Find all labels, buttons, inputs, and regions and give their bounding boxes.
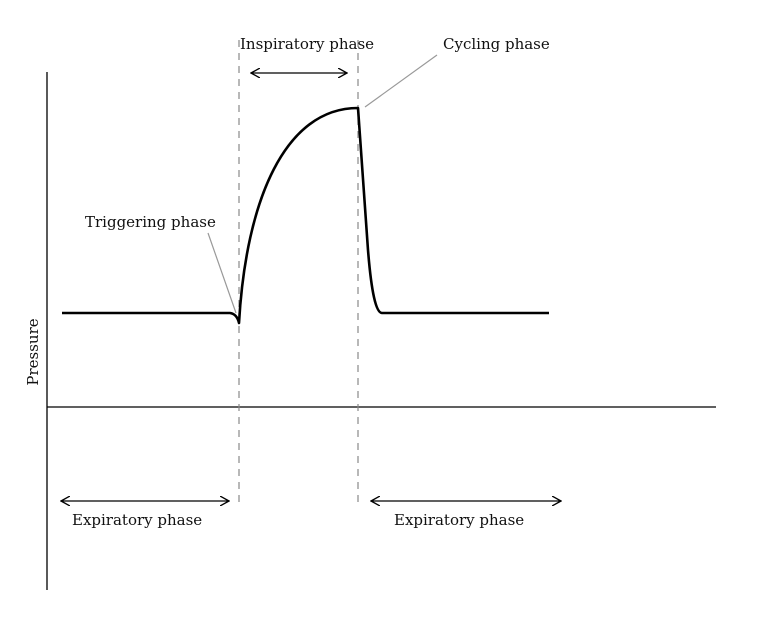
cycling-phase-label: Cycling phase [443, 35, 550, 53]
triggering-phase-label: Triggering phase [85, 213, 216, 231]
pressure-curve [62, 106, 549, 325]
expiratory-phase-label-right: Expiratory phase [394, 511, 524, 529]
y-axis-label: Pressure [24, 318, 42, 385]
triggering-leader-line [207, 232, 237, 314]
expiratory-phase-label-left: Expiratory phase [72, 511, 202, 529]
inspiratory-phase-label: Inspiratory phase [240, 35, 374, 53]
cycling-leader-line [364, 54, 438, 108]
